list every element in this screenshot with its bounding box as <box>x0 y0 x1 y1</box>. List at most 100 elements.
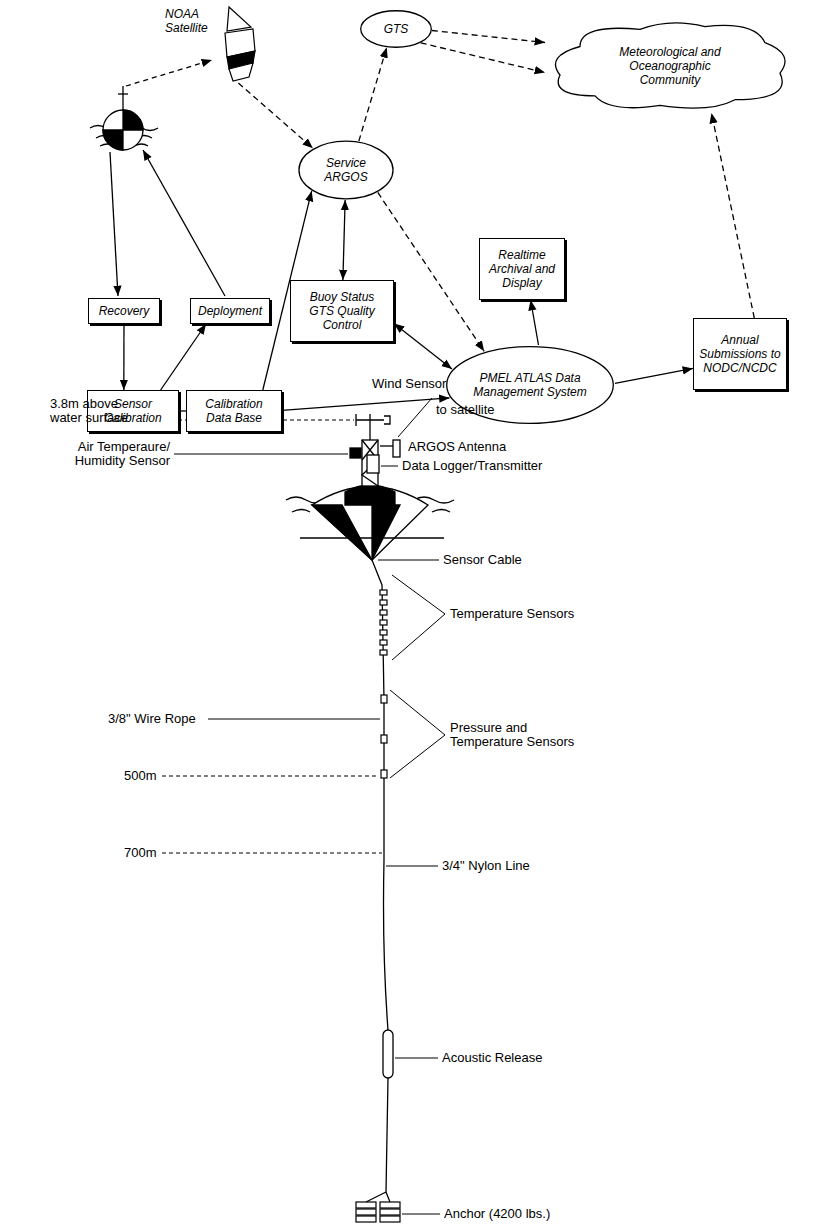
part-label: ARGOS Antenna <box>408 440 506 454</box>
flow-connector <box>421 43 545 73</box>
buoy-arrow <box>143 150 225 296</box>
satellite-drawing <box>225 7 255 81</box>
temperature-sensor-marks <box>380 640 387 645</box>
top-buoy <box>123 110 143 130</box>
mooring-buoy <box>312 505 372 560</box>
mooring-buoy <box>362 440 378 486</box>
ellipse-outline <box>361 11 432 47</box>
leader-line <box>381 466 398 467</box>
flow-connector <box>432 31 545 43</box>
leader-line <box>174 454 348 455</box>
process-ellipse: Service ARGOS <box>298 140 394 200</box>
flow-connector <box>282 398 450 410</box>
top-buoy <box>90 86 158 150</box>
mooring-line <box>372 560 388 1192</box>
anchor <box>356 1209 376 1215</box>
flow-connector <box>615 368 693 383</box>
part-label: 3/8" Wire Rope <box>108 712 196 726</box>
node-text: Recovery <box>99 304 150 318</box>
mooring-line <box>366 1192 390 1202</box>
mooring-buoy <box>350 448 361 458</box>
ellipse-outline <box>299 141 393 199</box>
temperature-sensor-marks <box>380 600 387 605</box>
anchor <box>356 1216 376 1222</box>
mooring-buoy <box>300 537 444 538</box>
leader-line <box>162 776 379 777</box>
temperature-sensor-marks <box>380 610 387 615</box>
top-buoy <box>103 110 143 150</box>
process-box: Calibration Data Base <box>186 390 282 432</box>
anchor <box>356 1202 376 1208</box>
buoy-arrow <box>126 60 212 86</box>
process-box: Annual Submissions to NODC/NCDC <box>693 318 787 390</box>
part-label: to satellite <box>436 403 495 417</box>
process-box: Recovery <box>88 298 160 324</box>
process-ellipse: GTS <box>360 10 432 48</box>
flow-connector <box>711 113 754 318</box>
part-label: Acoustic Release <box>442 1051 542 1065</box>
mooring-buoy <box>345 485 395 505</box>
leader-line <box>378 560 439 561</box>
node-text: Annual Submissions to NODC/NCDC <box>699 333 781 375</box>
top-buoy <box>118 93 128 94</box>
flow-connector <box>531 300 539 345</box>
acoustic-release <box>383 1030 393 1078</box>
process-box: Deployment <box>190 298 270 324</box>
mooring-buoy <box>356 414 390 426</box>
node-text: Deployment <box>198 304 262 318</box>
node-text: PMEL ATLAS Data Management System <box>469 371 591 399</box>
mooring-buoy <box>369 414 370 440</box>
process-box: Realtime Archival and Display <box>479 238 565 300</box>
node-text: Meteorological and Oceanographic Communi… <box>614 45 726 87</box>
cloud-outline <box>556 23 786 108</box>
mooring-buoy <box>367 455 379 473</box>
leader-line <box>136 398 445 1214</box>
part-label: 3.8m above water surface <box>50 397 134 425</box>
mooring-buoy <box>380 445 393 446</box>
mooring-buoy <box>286 414 454 560</box>
satellite-node: NOAA Satellite <box>165 5 257 83</box>
temperature-sensor-marks <box>380 590 387 595</box>
part-label: Wind Sensor <box>372 377 446 391</box>
leader-line <box>386 866 438 867</box>
flow-connector <box>123 324 124 390</box>
anchor <box>380 1202 400 1208</box>
buoy-arrow <box>110 60 225 296</box>
anchor <box>380 1216 400 1222</box>
satellite-drawing <box>227 7 251 31</box>
part-label: Pressure and Temperature Sensors <box>450 721 595 749</box>
leader-line <box>398 398 432 437</box>
node-text: NOAA Satellite <box>165 7 217 35</box>
flow-connector <box>161 324 206 390</box>
leader-line <box>395 1058 438 1059</box>
flow-connector <box>179 410 186 411</box>
part-label: Anchor (4200 lbs.) <box>444 1207 550 1221</box>
leader-line <box>208 719 380 720</box>
top-buoy <box>122 86 123 110</box>
acoustic-release <box>383 1030 393 1078</box>
process-box: Buoy Status GTS Quality Control <box>290 280 394 342</box>
flow-connector <box>238 83 313 148</box>
part-label: 500m <box>124 769 157 783</box>
part-label: Temperature Sensors <box>450 607 574 621</box>
part-label: Air Temperaure/ Humidity Sensor <box>40 440 170 468</box>
temperature-sensor-marks <box>380 620 387 625</box>
temperature-sensor-marks <box>381 695 387 703</box>
anchor <box>380 1209 400 1215</box>
node-text: Service ARGOS <box>312 156 381 184</box>
flow-connector <box>394 323 452 369</box>
node-text: Realtime Archival and Display <box>485 248 559 290</box>
part-label: Data Logger/Transmitter <box>402 459 542 473</box>
leader-line <box>392 575 445 660</box>
leader-line <box>390 690 445 778</box>
temperature-sensor-marks <box>381 770 387 778</box>
mooring-buoy <box>393 440 400 457</box>
buoy-arrow <box>110 152 118 296</box>
satellite-drawing <box>229 63 253 81</box>
node-text: GTS <box>384 22 409 36</box>
mooring-buoy <box>362 440 378 486</box>
mooring-buoy <box>372 505 400 560</box>
part-label: Sensor Cable <box>443 553 522 567</box>
node-text: Calibration Data Base <box>192 397 276 425</box>
